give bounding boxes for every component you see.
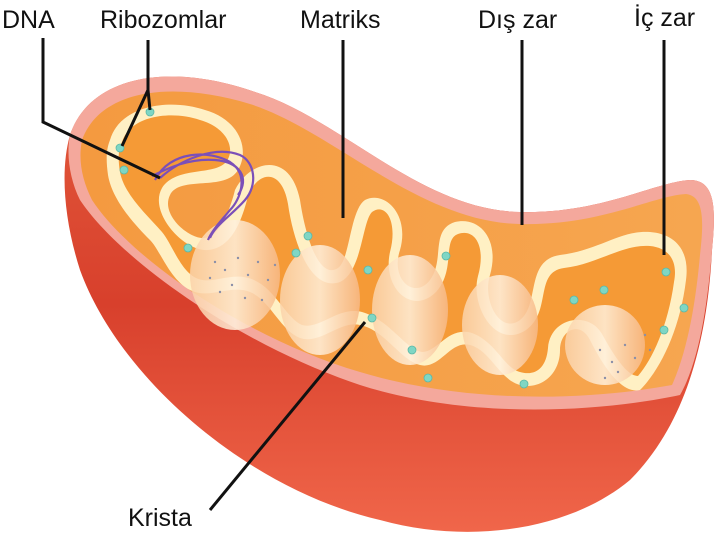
crista-fold [565,305,645,385]
crista-fold [280,245,360,355]
inner-membrane-label: İç zar [634,6,695,31]
matrix-label: Matriks [300,8,381,33]
ribosomes-label: Ribozomlar [100,8,226,33]
crista-label: Krista [128,506,192,531]
crista-fold [462,275,538,375]
outer-membrane-label: Dış zar [478,8,557,33]
crista-fold [190,220,280,330]
ribosomes-leader-branch [148,90,150,110]
dna-label: DNA [2,8,55,33]
